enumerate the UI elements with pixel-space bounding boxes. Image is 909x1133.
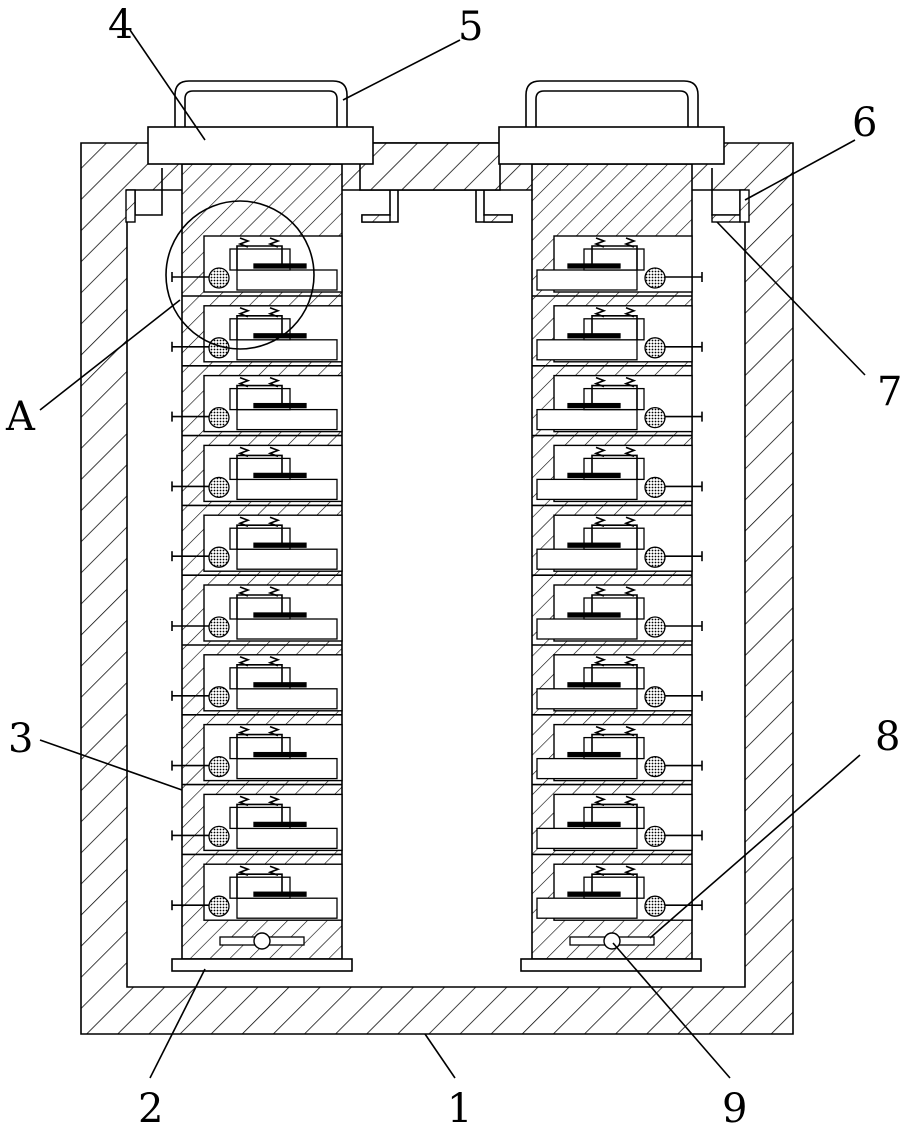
sample-strip: [254, 613, 306, 617]
tray-plate: [537, 828, 637, 848]
base-plate-left: [172, 959, 352, 971]
knob: [645, 547, 665, 567]
sample-strip: [568, 473, 620, 477]
tray-plate: [237, 759, 337, 779]
valve-knob: [604, 933, 620, 949]
knob: [645, 617, 665, 637]
tray-unit: [532, 655, 702, 715]
knob: [209, 547, 229, 567]
tray-plate: [237, 898, 337, 918]
sample-strip: [254, 543, 306, 547]
sample-strip: [254, 753, 306, 757]
knob: [645, 268, 665, 288]
tray-unit: [532, 794, 702, 854]
tray-unit: [532, 445, 702, 505]
sample-strip: [254, 892, 306, 896]
tray-plate: [537, 549, 637, 569]
tray-plate: [237, 689, 337, 709]
tray-plate: [237, 270, 337, 290]
tray-unit: [532, 725, 702, 785]
tray-unit: [532, 236, 702, 296]
sample-strip: [254, 683, 306, 687]
sample-strip: [568, 543, 620, 547]
label-8: 8: [875, 714, 900, 760]
tray-unit: [532, 306, 702, 366]
label-1: 1: [447, 1086, 472, 1132]
sample-strip: [568, 683, 620, 687]
knob: [209, 896, 229, 916]
knob: [209, 477, 229, 497]
tank-column-left: [172, 164, 342, 959]
tray-plate: [537, 410, 637, 430]
knob: [209, 687, 229, 707]
sample-strip: [254, 264, 306, 268]
sample-strip: [254, 404, 306, 408]
knob: [209, 757, 229, 777]
label-a: A: [5, 394, 36, 440]
knob: [645, 757, 665, 777]
knob: [645, 896, 665, 916]
lid-right: [499, 81, 724, 164]
valve-knob: [254, 933, 270, 949]
tray-plate: [237, 479, 337, 499]
tray-plate: [537, 479, 637, 499]
sample-strip: [254, 822, 306, 826]
tray-plate: [537, 689, 637, 709]
knob: [645, 408, 665, 428]
sample-strip: [568, 892, 620, 896]
tray-unit: [537, 864, 702, 920]
knob: [645, 826, 665, 846]
knob: [209, 617, 229, 637]
sample-strip: [568, 822, 620, 826]
label-2: 2: [138, 1086, 163, 1132]
label-6: 6: [852, 100, 877, 146]
tray-plate: [537, 898, 637, 918]
tray-unit: [532, 585, 702, 645]
tray-plate: [537, 340, 637, 360]
label-4: 4: [108, 2, 133, 48]
sample-strip: [568, 404, 620, 408]
tray-plate: [237, 828, 337, 848]
tray-unit: [532, 376, 702, 436]
lid-left: [148, 81, 373, 164]
knob: [645, 477, 665, 497]
sample-strip: [568, 753, 620, 757]
label-3: 3: [8, 716, 33, 762]
label-5: 5: [458, 4, 483, 50]
knob: [645, 338, 665, 358]
sample-strip: [568, 613, 620, 617]
sample-strip: [254, 473, 306, 477]
tray-plate: [537, 270, 637, 290]
label-9: 9: [722, 1086, 747, 1132]
base-plate-right: [521, 959, 701, 971]
tray-plate: [237, 549, 337, 569]
sample-strip: [568, 264, 620, 268]
knob: [645, 687, 665, 707]
tray-plate: [237, 340, 337, 360]
sample-strip: [568, 334, 620, 338]
knob: [209, 408, 229, 428]
knob: [209, 826, 229, 846]
tray-unit: [532, 515, 702, 575]
tray-plate: [237, 619, 337, 639]
tray-plate: [537, 619, 637, 639]
tray-plate: [537, 759, 637, 779]
knob: [209, 268, 229, 288]
tank-column-right: [532, 164, 702, 959]
tray-plate: [237, 410, 337, 430]
label-7: 7: [877, 369, 902, 415]
